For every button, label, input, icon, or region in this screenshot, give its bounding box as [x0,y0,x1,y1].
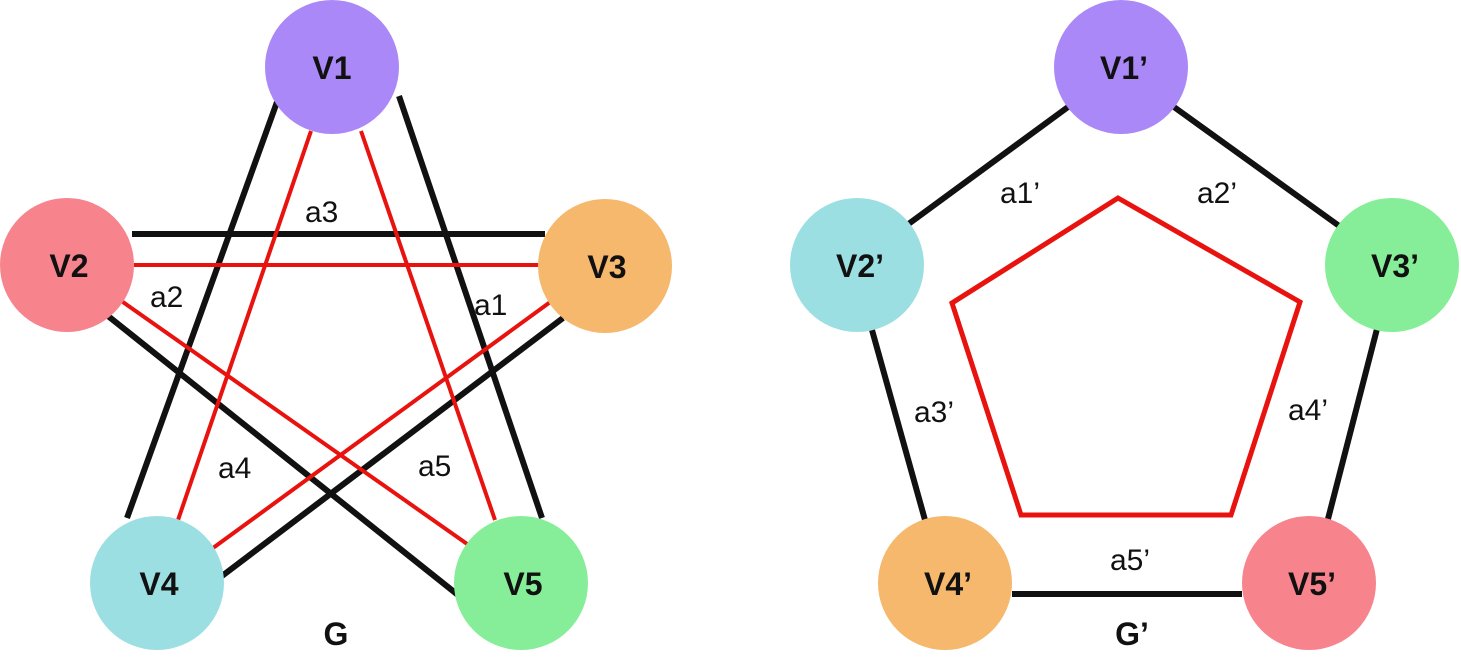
gp-edge-label-a2: a2’ [1197,177,1237,210]
gp-node-v2-circle [790,198,924,332]
g-node-v4-label: V4 [139,566,178,602]
gp-graph-label: G’ [1115,616,1149,652]
gp-node-v1-circle [1054,0,1188,134]
g-node-v2: V2 [0,198,134,332]
g-node-v1: V1 [265,0,399,134]
graph-g-prime: a1’ a2’ a3’ a4’ a5’ V1’ V2’ V3’ V4’ V5’ … [790,0,1459,652]
gp-node-v5-circle [1242,516,1376,650]
gp-edge-label-a5: a5’ [1110,544,1150,577]
gp-node-v5: V5’ [1242,516,1376,650]
gp-node-v2-label: V2’ [836,248,884,284]
g-node-v3: V3 [538,199,672,333]
g-node-v1-circle [265,0,399,134]
g-edge-v1-v5-red [359,130,497,521]
gp-node-v1: V1’ [1054,0,1188,134]
g-edge-label-a2: a2 [150,281,183,314]
gp-edge-label-a4: a4’ [1288,394,1328,427]
gp-edge-v3-v5 [1325,324,1381,520]
gp-edge-v1-v3 [1172,104,1344,231]
g-node-v5: V5 [454,516,588,650]
gp-node-v1-label: V1’ [1100,50,1148,86]
g-node-v2-label: V2 [49,248,88,284]
g-edge-v1-v5-black [396,95,545,519]
g-edge-v1-v4-red [175,130,313,524]
g-node-v4: V4 [90,516,224,650]
gp-inner-pentagon [949,195,1304,518]
g-node-v5-circle [454,516,588,650]
g-node-v3-circle [538,199,672,333]
gp-node-v2: V2’ [790,198,924,332]
g-edge-label-a5: a5 [418,450,451,483]
g-edge-label-a3: a3 [305,196,338,229]
g-edge-label-a4: a4 [218,452,251,485]
g-edge-v2-v5-red [118,298,472,548]
g-node-v5-label: V5 [503,566,542,602]
gp-node-v4-circle [878,516,1012,650]
gp-node-v4: V4’ [878,516,1012,650]
g-edge-v3-v4-red [211,298,555,550]
g-node-v1-label: V1 [312,50,351,86]
g-edge-v2-v5-black [106,313,460,598]
gp-node-v3-circle [1325,198,1459,332]
gp-node-v5-label: V5’ [1288,566,1336,602]
g-edge-v1-v4-black [124,100,280,520]
g-node-v2-circle [0,198,134,332]
gp-edge-label-a3: a3’ [914,396,954,429]
gp-edge-v1-v2 [901,104,1070,231]
g-node-v4-circle [90,516,224,650]
g-edge-v3-v4-black [220,315,565,579]
gp-node-v4-label: V4’ [924,566,972,602]
g-edge-label-a1: a1 [474,289,507,322]
gp-edge-label-a1: a1’ [1000,177,1040,210]
gp-edge-v2-v4 [869,329,928,521]
g-node-v3-label: V3 [587,249,626,285]
gp-node-v3-label: V3’ [1371,248,1419,284]
graph-g: a3 a2 a1 a4 a5 V1 V2 V3 V4 V5 G [0,0,672,652]
gp-node-v3: V3’ [1325,198,1459,332]
g-graph-label: G [324,616,349,652]
